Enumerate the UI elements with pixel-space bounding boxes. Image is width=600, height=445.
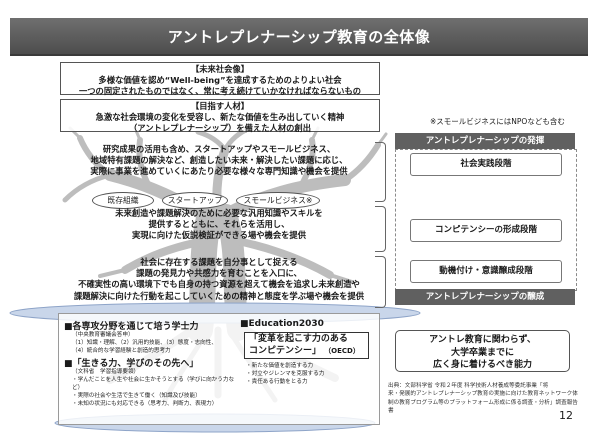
future-society-line1: 多様な価値を認め“Well-being”を達成するためのよりよい社会 bbox=[98, 75, 342, 86]
competency-line3: 実現に向けた仮説検証ができる場や機会を提供 bbox=[131, 230, 307, 241]
source-line3: 制の教育プログラム等のプラットフォーム形成に係る調査・分析」調査報告書 bbox=[388, 399, 578, 415]
bracket-motivation bbox=[375, 256, 386, 308]
oval-existing-org: 既存組織 bbox=[92, 192, 154, 209]
competency-text: 未来創造や課題解決のために必要な汎用知識やスキルを 提供するとともに、それらを活… bbox=[58, 208, 380, 242]
oecd-label: （OECD） bbox=[324, 346, 360, 355]
competency-box-line2-text: コンピテンシー」 bbox=[249, 345, 322, 356]
stage-motivation: 動機付け・意識醸成段階 bbox=[410, 260, 562, 283]
competency-box: 「変革を起こす力のある コンピテンシー」 （OECD） bbox=[244, 332, 369, 360]
motivation-text: 社会に存在する課題を自分事として捉える 課題の発見力や共感力を育むことを入口に、… bbox=[58, 257, 380, 302]
bracket-social bbox=[375, 142, 386, 202]
source-citation: 出典：文部科学省 令和２年度 科学技術人材養成等委託事業「将 来・発展的アントレ… bbox=[388, 382, 578, 416]
social-practice-line1: 研究成果の活用も含め、スタートアップやスモールビジネス、 bbox=[102, 144, 336, 154]
ikiru-chikara-sub1: （文科省 学習指導要領） bbox=[72, 369, 140, 375]
oval-small-business: スモールビジネス※ bbox=[236, 192, 320, 209]
social-practice-line3: 実際に事業を進めていくにあたり必要な様々な専門知識や機会を提供 bbox=[90, 166, 348, 177]
competency-line2: 提供するとともに、それらを活用し、 bbox=[148, 219, 290, 230]
development-header-top: アントレプレナーシップの発揮 bbox=[395, 133, 575, 149]
education2030-title: ■Education2030 bbox=[240, 319, 324, 329]
ikiru-chikara-sub3: ・実際の社会や生活で生きて働く（知識及び技能） bbox=[72, 393, 201, 400]
social-practice-line2: 地域特有課題の解決など、創造したい未来・解決したい課題に応じ、 bbox=[90, 155, 348, 166]
motivation-line2: 課題の発見力や共感力を育むことを入口に、 bbox=[136, 268, 302, 279]
target-talent-line2: （アントレプレナーシップ）を備えた人材の創出 bbox=[128, 123, 312, 134]
source-line2: 来・発展的アントレプレナーシップ教育の実施に向けた教育ネットワーク体 bbox=[388, 391, 578, 398]
foundation-panel bbox=[58, 313, 380, 425]
target-talent-line1: 急激な社会環境の変化を受容し、新たな価値を生み出していく精神 bbox=[95, 112, 345, 123]
future-society-heading: 【未来社会像】 bbox=[190, 64, 250, 74]
ikiru-chikara-details: （文科省 学習指導要領） ・学んだことを人生や社会に生かそうとする（学びに向かう… bbox=[72, 368, 242, 409]
page-title: アントレプレナーシップ教育の全体像 bbox=[167, 28, 431, 46]
stage-competency: コンピテンシーの形成段階 bbox=[410, 219, 562, 242]
ikiru-chikara-title: ■「生きる力、学びのその先へ」 bbox=[64, 359, 199, 369]
motivation-line1: 社会に存在する課題を自分事として捉える bbox=[140, 257, 298, 267]
bachelor-ability-sub1: （中央教育審議会答申） bbox=[72, 332, 134, 338]
bachelor-ability-sub3: （4）統合的な学習経験と創造的思考力 bbox=[72, 348, 171, 355]
source-line1: 出典：文部科学省 令和２年度 科学技術人材養成等委託事業「将 bbox=[388, 383, 549, 389]
title-bar: アントレプレナーシップ教育の全体像 bbox=[10, 18, 588, 56]
npo-note: ※スモールビジネスにはNPOなども含む bbox=[430, 117, 565, 126]
stage-social-practice: 社会実践段階 bbox=[410, 153, 562, 176]
motivation-line4: 課題解決に向けた行動を起こしていくための精神と態度を学ぶ場や機会を提供 bbox=[73, 290, 365, 301]
page-number: 12 bbox=[559, 409, 573, 422]
education2030-details: ・新たな価値を創造する力 ・対立やジレンマを克服する力 ・責任ある行動をとる力 bbox=[246, 362, 366, 386]
bachelor-ability-details: （中央教育審議会答申） （1）知識・理解、（2）汎用的技能、（3）態度・志向性、… bbox=[72, 331, 232, 355]
required-ability-line1: アントレ教育に関わらず、 bbox=[429, 335, 536, 345]
social-practice-text: 研究成果の活用も含め、スタートアップやスモールビジネス、 地域特有課題の解決など… bbox=[58, 144, 380, 178]
target-talent-heading: 【目指す人材】 bbox=[190, 101, 250, 111]
bachelor-ability-sub2: （1）知識・理解、（2）汎用的技能、（3）態度・志向性、 bbox=[72, 340, 217, 347]
ikiru-chikara-sub2: ・学んだことを人生や社会に生かそうとする（学びに向かう力など） bbox=[72, 377, 235, 392]
bracket-competency bbox=[375, 206, 386, 252]
target-talent-box: 【目指す人材】 急激な社会環境の変化を受容し、新たな価値を生み出していく精神 （… bbox=[60, 99, 380, 134]
ikiru-chikara-sub4: ・未知の状況にも対応できる（思考力、判断力、表現力） bbox=[72, 401, 218, 408]
oval-startup: スタートアップ bbox=[162, 192, 228, 209]
competency-box-line2: コンピテンシー」 （OECD） bbox=[249, 346, 364, 358]
competency-line1: 未来創造や課題解決のために必要な汎用知識やスキルを bbox=[115, 208, 323, 218]
future-society-line2: 一つの固定されたものではなく、常に考え続けていかなければならないもの bbox=[78, 86, 362, 97]
education2030-sub2: ・対立やジレンマを克服する力 bbox=[246, 371, 325, 378]
development-header-bottom: アントレプレナーシップの醸成 bbox=[395, 289, 575, 305]
motivation-line3: 不確実性の高い環境下でも自身の持つ資源を超えて機会を追求し未来創造や bbox=[78, 279, 360, 290]
competency-box-line1: 「変革を起こす力のある bbox=[249, 334, 348, 344]
education2030-sub3: ・責任ある行動をとる力 bbox=[246, 379, 308, 386]
education2030-sub1: ・新たな価値を創造する力 bbox=[246, 363, 314, 369]
required-ability-line2: 大学卒業までに bbox=[450, 347, 514, 358]
bachelor-ability-title: ■各専攻分野を通じて培う学士力 bbox=[64, 322, 199, 332]
future-society-box: 【未来社会像】 多様な価値を認め“Well-being”を達成するためのよりよい… bbox=[60, 62, 380, 97]
required-ability-line3: 広く身に着けるべき能力 bbox=[432, 360, 532, 371]
required-ability-box: アントレ教育に関わらず、 大学卒業までに 広く身に着けるべき能力 bbox=[395, 330, 570, 372]
